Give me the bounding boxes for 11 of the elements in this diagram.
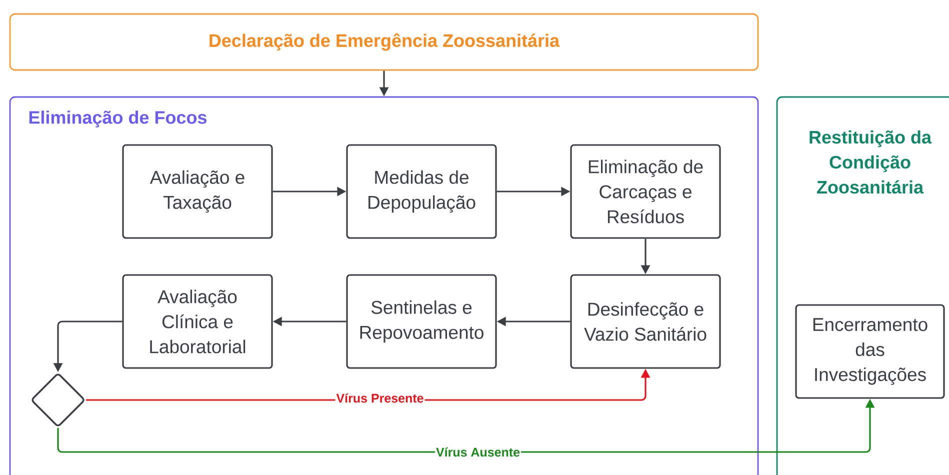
process-box: Sentinelas e Repovoamento — [346, 274, 497, 369]
edge-label: Vírus Ausente — [434, 446, 522, 458]
decision-diamond — [32, 374, 84, 426]
process-box: Encerramento das Investigações — [795, 304, 945, 399]
process-box: Avaliação e Taxação — [122, 144, 273, 239]
edge-label: Vírus Presente — [335, 392, 425, 404]
process-box: Medidas de Depopulação — [346, 144, 497, 239]
process-box: Avaliação Clínica e Laboratorial — [122, 274, 273, 369]
process-box: Eliminação de Carcaças e Resíduos — [570, 144, 721, 239]
process-box: Desinfecção e Vazio Sanitário — [570, 274, 721, 369]
title-box: Declaração de Emergência Zoossanitária — [9, 13, 759, 71]
